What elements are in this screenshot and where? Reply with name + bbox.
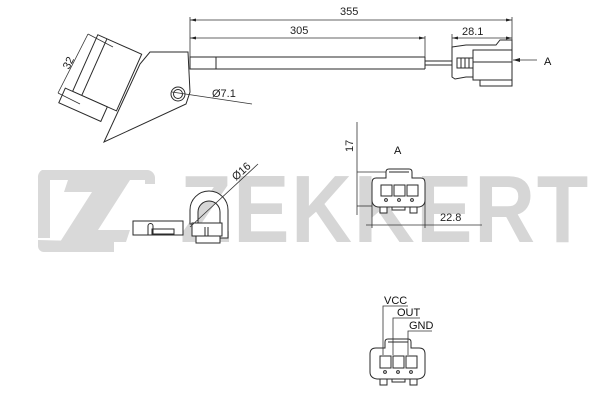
svg-text:Ø7.1: Ø7.1 [212,88,236,100]
svg-text:28.1: 28.1 [462,26,483,38]
svg-text:22.8: 22.8 [440,212,461,224]
bracket-front-view [132,190,229,244]
pin-label-gnd: GND [409,320,434,332]
svg-text:17: 17 [344,140,356,152]
dimension-connector-length: 28.1 [451,26,512,47]
pin-label-vcc: VCC [384,295,407,307]
watermark: ZEKKERT [37,156,588,263]
view-a-arrow: A [513,56,552,68]
svg-text:32: 32 [61,55,77,71]
dimension-overall-length: 355 [189,6,513,58]
dimension-connector-width: 22.8 [366,190,482,228]
svg-text:355: 355 [340,6,358,18]
dimension-sensor-width: 32 [57,33,114,105]
dimension-connector-height: 17 [344,122,386,215]
view-a-arrow-label: A [544,56,552,68]
pin-label-out: OUT [397,307,421,319]
svg-text:305: 305 [290,25,308,37]
watermark-logo-icon [37,170,156,252]
connector-side-view [451,39,513,87]
dimension-mount-hole: Ø7.1 [171,88,253,105]
view-a-title: A [394,145,402,157]
dimension-cable-length: 305 [190,25,426,57]
connector-pinout-view: VCC OUT GND [369,295,434,386]
sensor-body-side-view [58,34,191,144]
sensor-cable [189,56,452,70]
